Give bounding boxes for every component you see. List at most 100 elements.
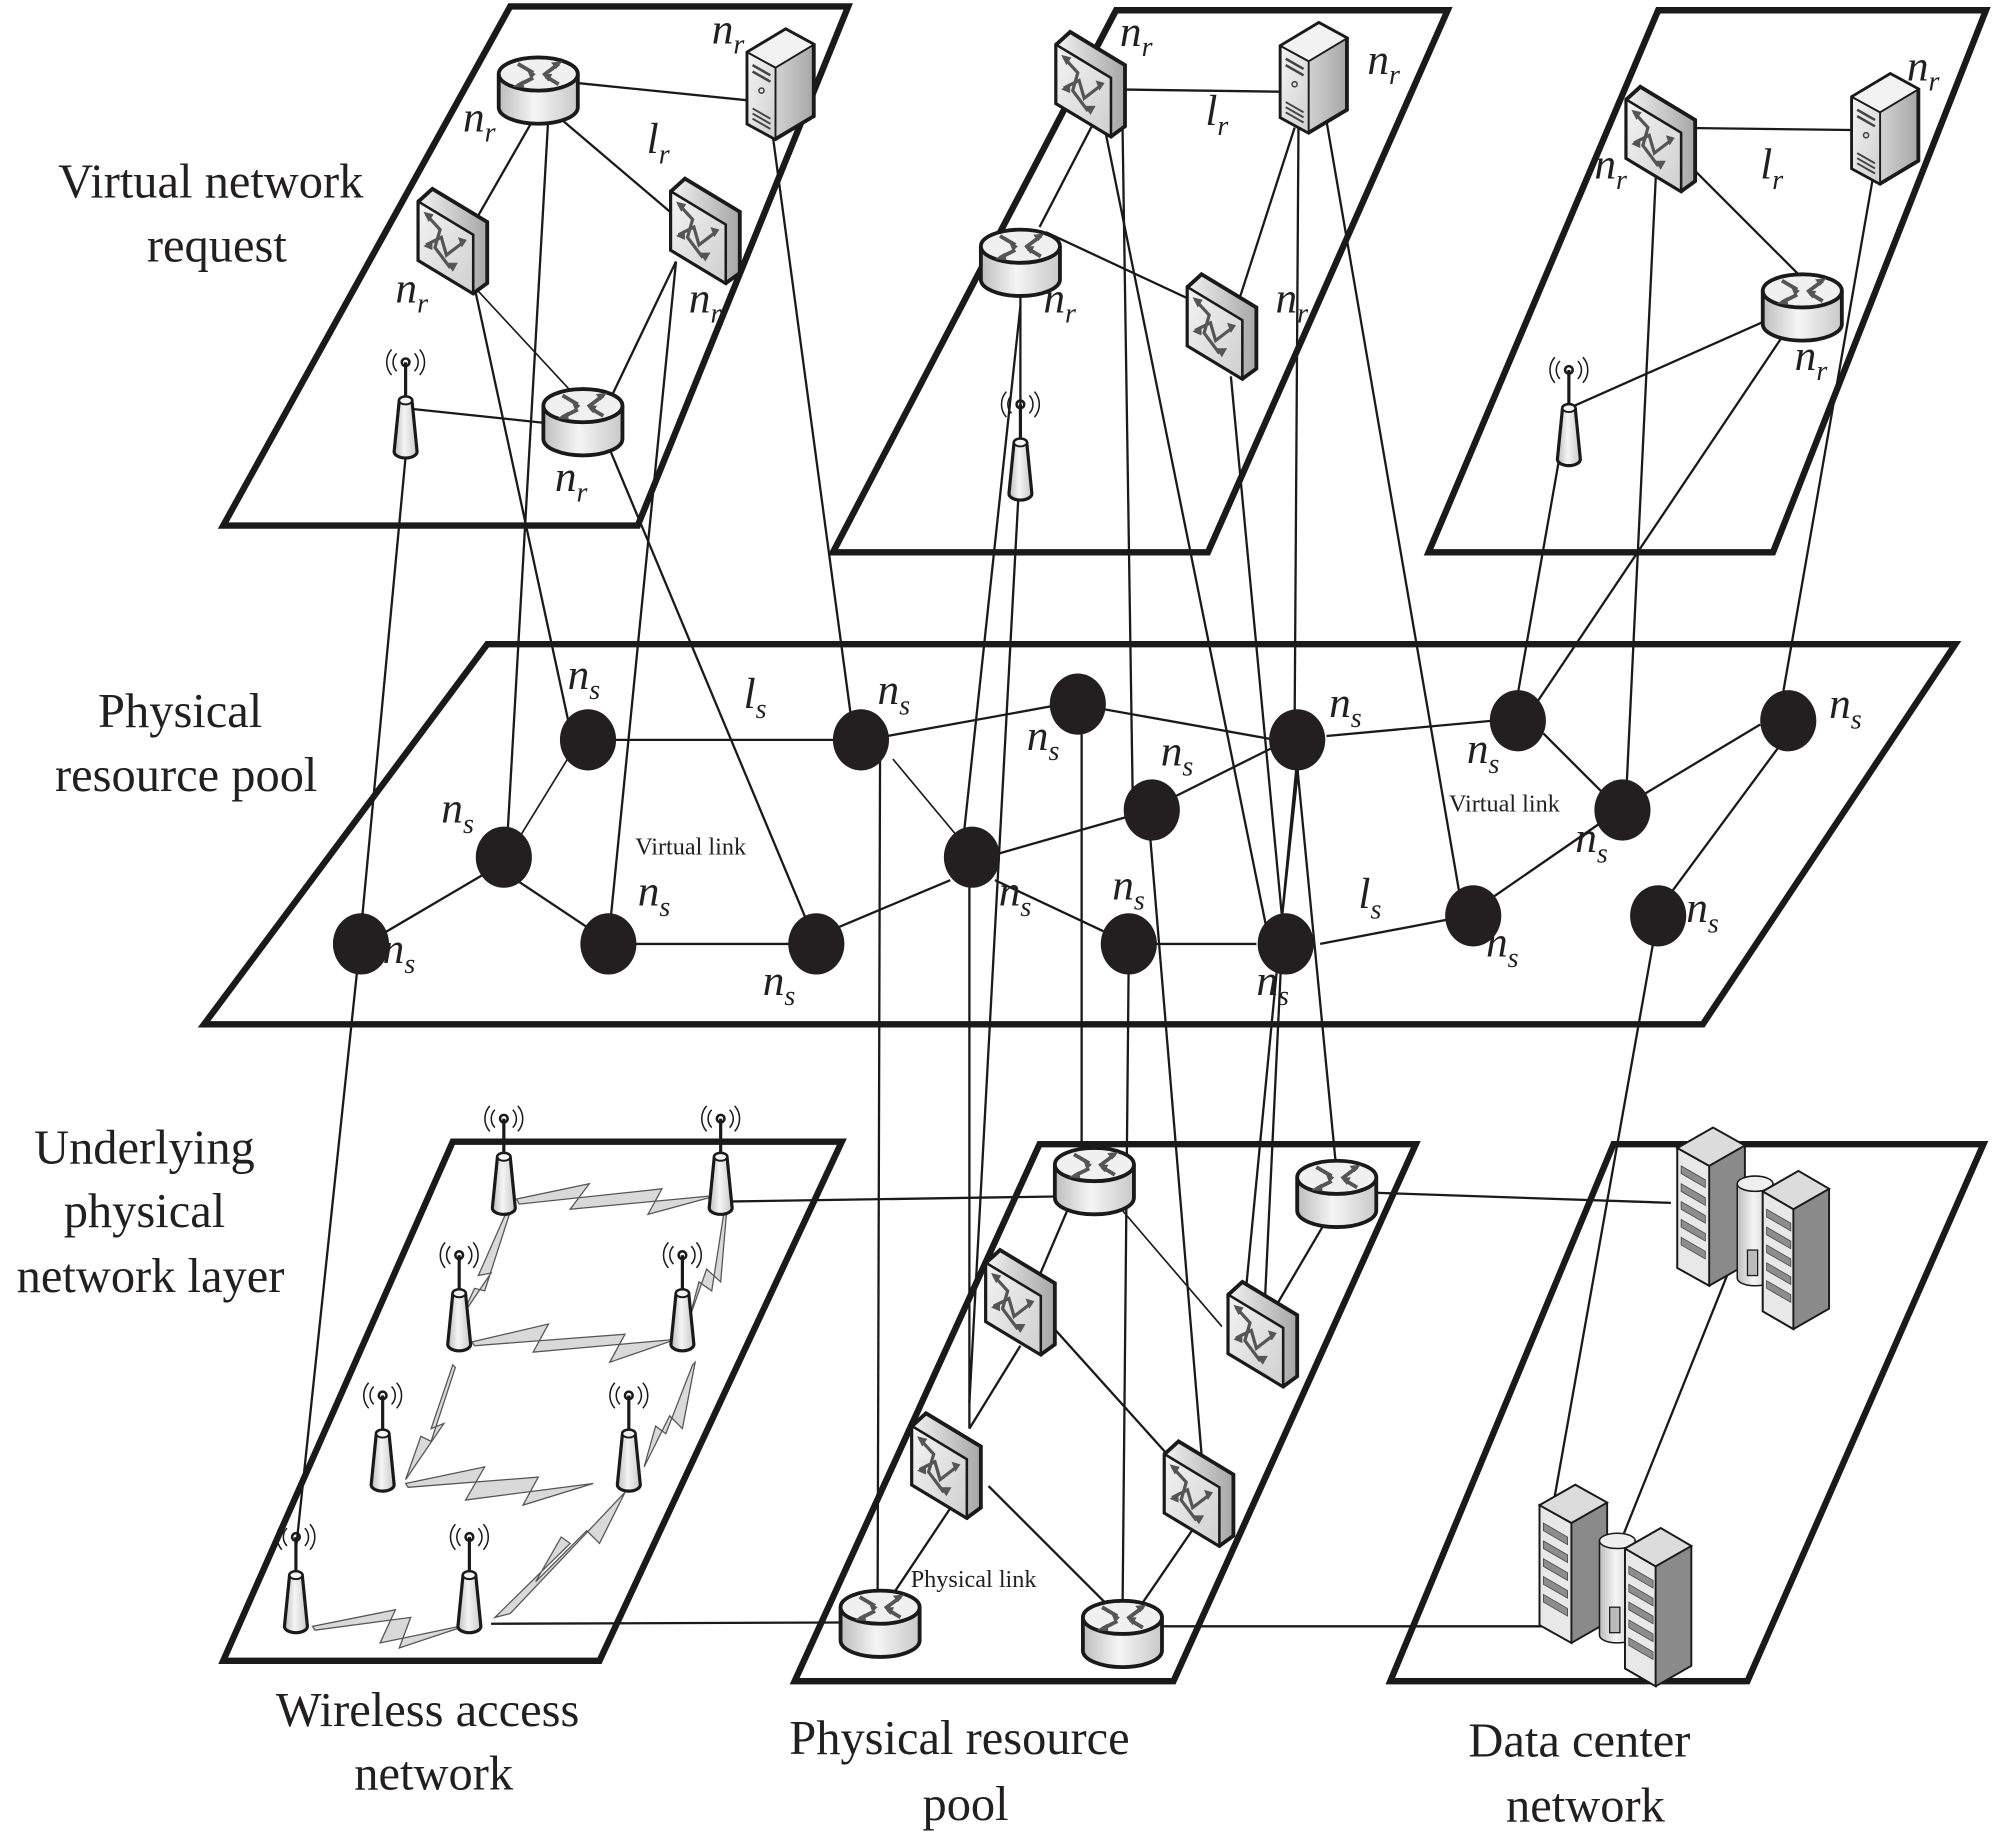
svg-text:ns: ns — [999, 868, 1032, 923]
svg-text:nr: nr — [1276, 275, 1309, 330]
svg-text:nr: nr — [1795, 332, 1828, 387]
svg-text:ns: ns — [1467, 725, 1500, 780]
svg-text:nr: nr — [555, 453, 588, 508]
antenna-icon — [385, 347, 427, 460]
server-icon — [745, 27, 816, 141]
router-icon — [496, 55, 580, 126]
switch-icon — [416, 186, 490, 296]
substrate-nodes — [332, 673, 1817, 975]
substrate-node — [1123, 779, 1180, 841]
physical-resource-pool-subnet-plane — [789, 1140, 1421, 1685]
vnr-plane-2 — [827, 7, 1453, 556]
svg-text:ns: ns — [1256, 957, 1289, 1012]
router-icon — [1760, 272, 1844, 343]
svg-text:ns: ns — [1329, 679, 1362, 734]
svg-text:nr: nr — [1594, 141, 1627, 196]
vnr-plane-3 — [1423, 7, 1991, 556]
substrate-node — [788, 913, 845, 975]
substrate-node — [580, 913, 637, 975]
router-icon — [838, 1588, 922, 1659]
router-icon — [1080, 1598, 1164, 1670]
svg-text:ns: ns — [638, 868, 671, 923]
svg-text:nr: nr — [395, 264, 428, 319]
antenna-icon — [483, 1104, 525, 1216]
svg-text:ns: ns — [1486, 919, 1519, 974]
wireless-access-network-plane — [218, 1138, 847, 1664]
switch-icon — [910, 1411, 983, 1520]
data-center-network-heading: Data center network — [1468, 1714, 1702, 1832]
virtual-network-request-layer — [217, 3, 1991, 556]
substrate-node — [943, 826, 1000, 888]
svg-text:ns: ns — [1686, 884, 1719, 939]
svg-text:nr: nr — [1120, 8, 1153, 63]
wireless-links — [311, 1182, 728, 1650]
router-icon — [1295, 1158, 1379, 1230]
data-center-network-plane — [1385, 1140, 1989, 1685]
svg-text:nr: nr — [1043, 275, 1076, 330]
physical-link-label: Physical link — [911, 1566, 1038, 1593]
underlying-layer-heading: Underlying physical network layer — [17, 1121, 285, 1303]
vnr-devices — [385, 21, 1921, 502]
switch-icon — [669, 176, 742, 286]
svg-text:ns: ns — [1112, 861, 1145, 916]
antenna-icon — [448, 1522, 490, 1635]
svg-text:ns: ns — [441, 785, 474, 840]
vnr-plane-1 — [217, 3, 853, 529]
antenna-icon — [362, 1381, 404, 1493]
wireless-access-network-heading: Wireless access network — [276, 1684, 592, 1801]
antenna-icon — [999, 390, 1041, 502]
svg-text:ns: ns — [383, 925, 416, 980]
substrate-node — [1445, 885, 1502, 947]
substrate-node — [1257, 913, 1314, 975]
server-icon — [1278, 21, 1349, 135]
substrate-node — [475, 826, 532, 888]
svg-text:nr: nr — [1907, 42, 1940, 97]
datacenter-icon — [1676, 1126, 1831, 1331]
switch-icon — [1054, 30, 1127, 139]
svg-text:ns: ns — [1575, 814, 1608, 869]
substrate-node — [1049, 673, 1106, 735]
switch-icon — [1226, 1280, 1300, 1389]
svg-text:ns: ns — [1027, 712, 1060, 767]
physical-resource-pool-subnet-heading: Physical resource pool — [789, 1712, 1142, 1831]
physical-resource-pool-plane — [197, 640, 1962, 1028]
substrate-node — [1100, 913, 1157, 975]
substrate-node — [559, 709, 617, 771]
substrate-node — [1630, 885, 1687, 947]
vnr-heading: Virtual network request — [58, 156, 375, 273]
substrate-node — [832, 709, 890, 771]
svg-text:ns: ns — [878, 666, 911, 721]
virtual-link-label: Virtual link — [635, 834, 747, 861]
switch-icon — [1162, 1439, 1236, 1548]
svg-text:nr: nr — [689, 275, 722, 330]
antenna-icon — [1548, 355, 1590, 468]
svg-text:ls: ls — [1358, 870, 1381, 925]
mapping-links-top-middle — [358, 114, 1877, 1404]
symbol-labels: nr nr lr nr nr nr nr nr lr nr nr nr nr l… — [383, 5, 1940, 1592]
svg-text:lr: lr — [647, 115, 670, 170]
router-icon — [541, 387, 625, 458]
virtual-link-label: Virtual link — [1449, 790, 1561, 817]
svg-text:nr: nr — [1367, 36, 1400, 91]
switch-icon — [1624, 84, 1698, 194]
svg-text:ns: ns — [1161, 727, 1194, 782]
svg-text:nr: nr — [463, 93, 496, 148]
svg-text:ns: ns — [568, 651, 601, 706]
svg-text:ns: ns — [1829, 680, 1862, 735]
svg-text:ns: ns — [763, 957, 796, 1012]
switch-icon — [1185, 272, 1259, 381]
mapping-links-middle-bottom — [294, 704, 1660, 1620]
substrate-node — [1489, 690, 1546, 752]
router-icon — [1052, 1146, 1136, 1217]
svg-text:ls: ls — [744, 670, 767, 725]
antenna-icon — [608, 1381, 650, 1493]
substrate-node — [332, 913, 390, 975]
svg-text:lr: lr — [1760, 141, 1783, 196]
layer-headings: Virtual network request Physical resourc… — [17, 156, 1702, 1833]
datacenter-icon — [1538, 1483, 1693, 1688]
underlying-physical-layer — [218, 1138, 1989, 1685]
server-icon — [1850, 72, 1921, 186]
svg-text:nr: nr — [712, 5, 745, 60]
svg-text:lr: lr — [1205, 87, 1228, 142]
